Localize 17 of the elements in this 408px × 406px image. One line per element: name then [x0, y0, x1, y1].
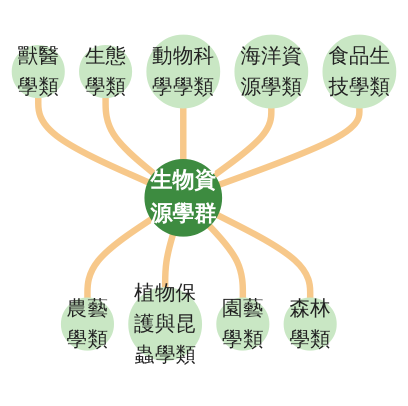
connector [218, 108, 363, 188]
connector [102, 97, 156, 176]
node-circle: 食品生技學類 [322, 34, 396, 108]
connector [35, 97, 150, 186]
connector [212, 108, 275, 178]
connector [84, 216, 154, 298]
node-circle: 獸醫學類 [12, 45, 65, 98]
connector [206, 224, 246, 298]
connector [162, 234, 176, 288]
node-circle: 海洋資源學類 [234, 34, 308, 108]
node-circle: 生態學類 [79, 45, 132, 98]
connector [180, 108, 187, 160]
node-circle: 農藝學類 [60, 298, 114, 351]
connector [216, 212, 314, 298]
node-circle: 園藝學類 [216, 298, 270, 351]
node-circle: 動物科學學類 [146, 34, 220, 108]
node-circle: 森林學類 [284, 298, 337, 351]
